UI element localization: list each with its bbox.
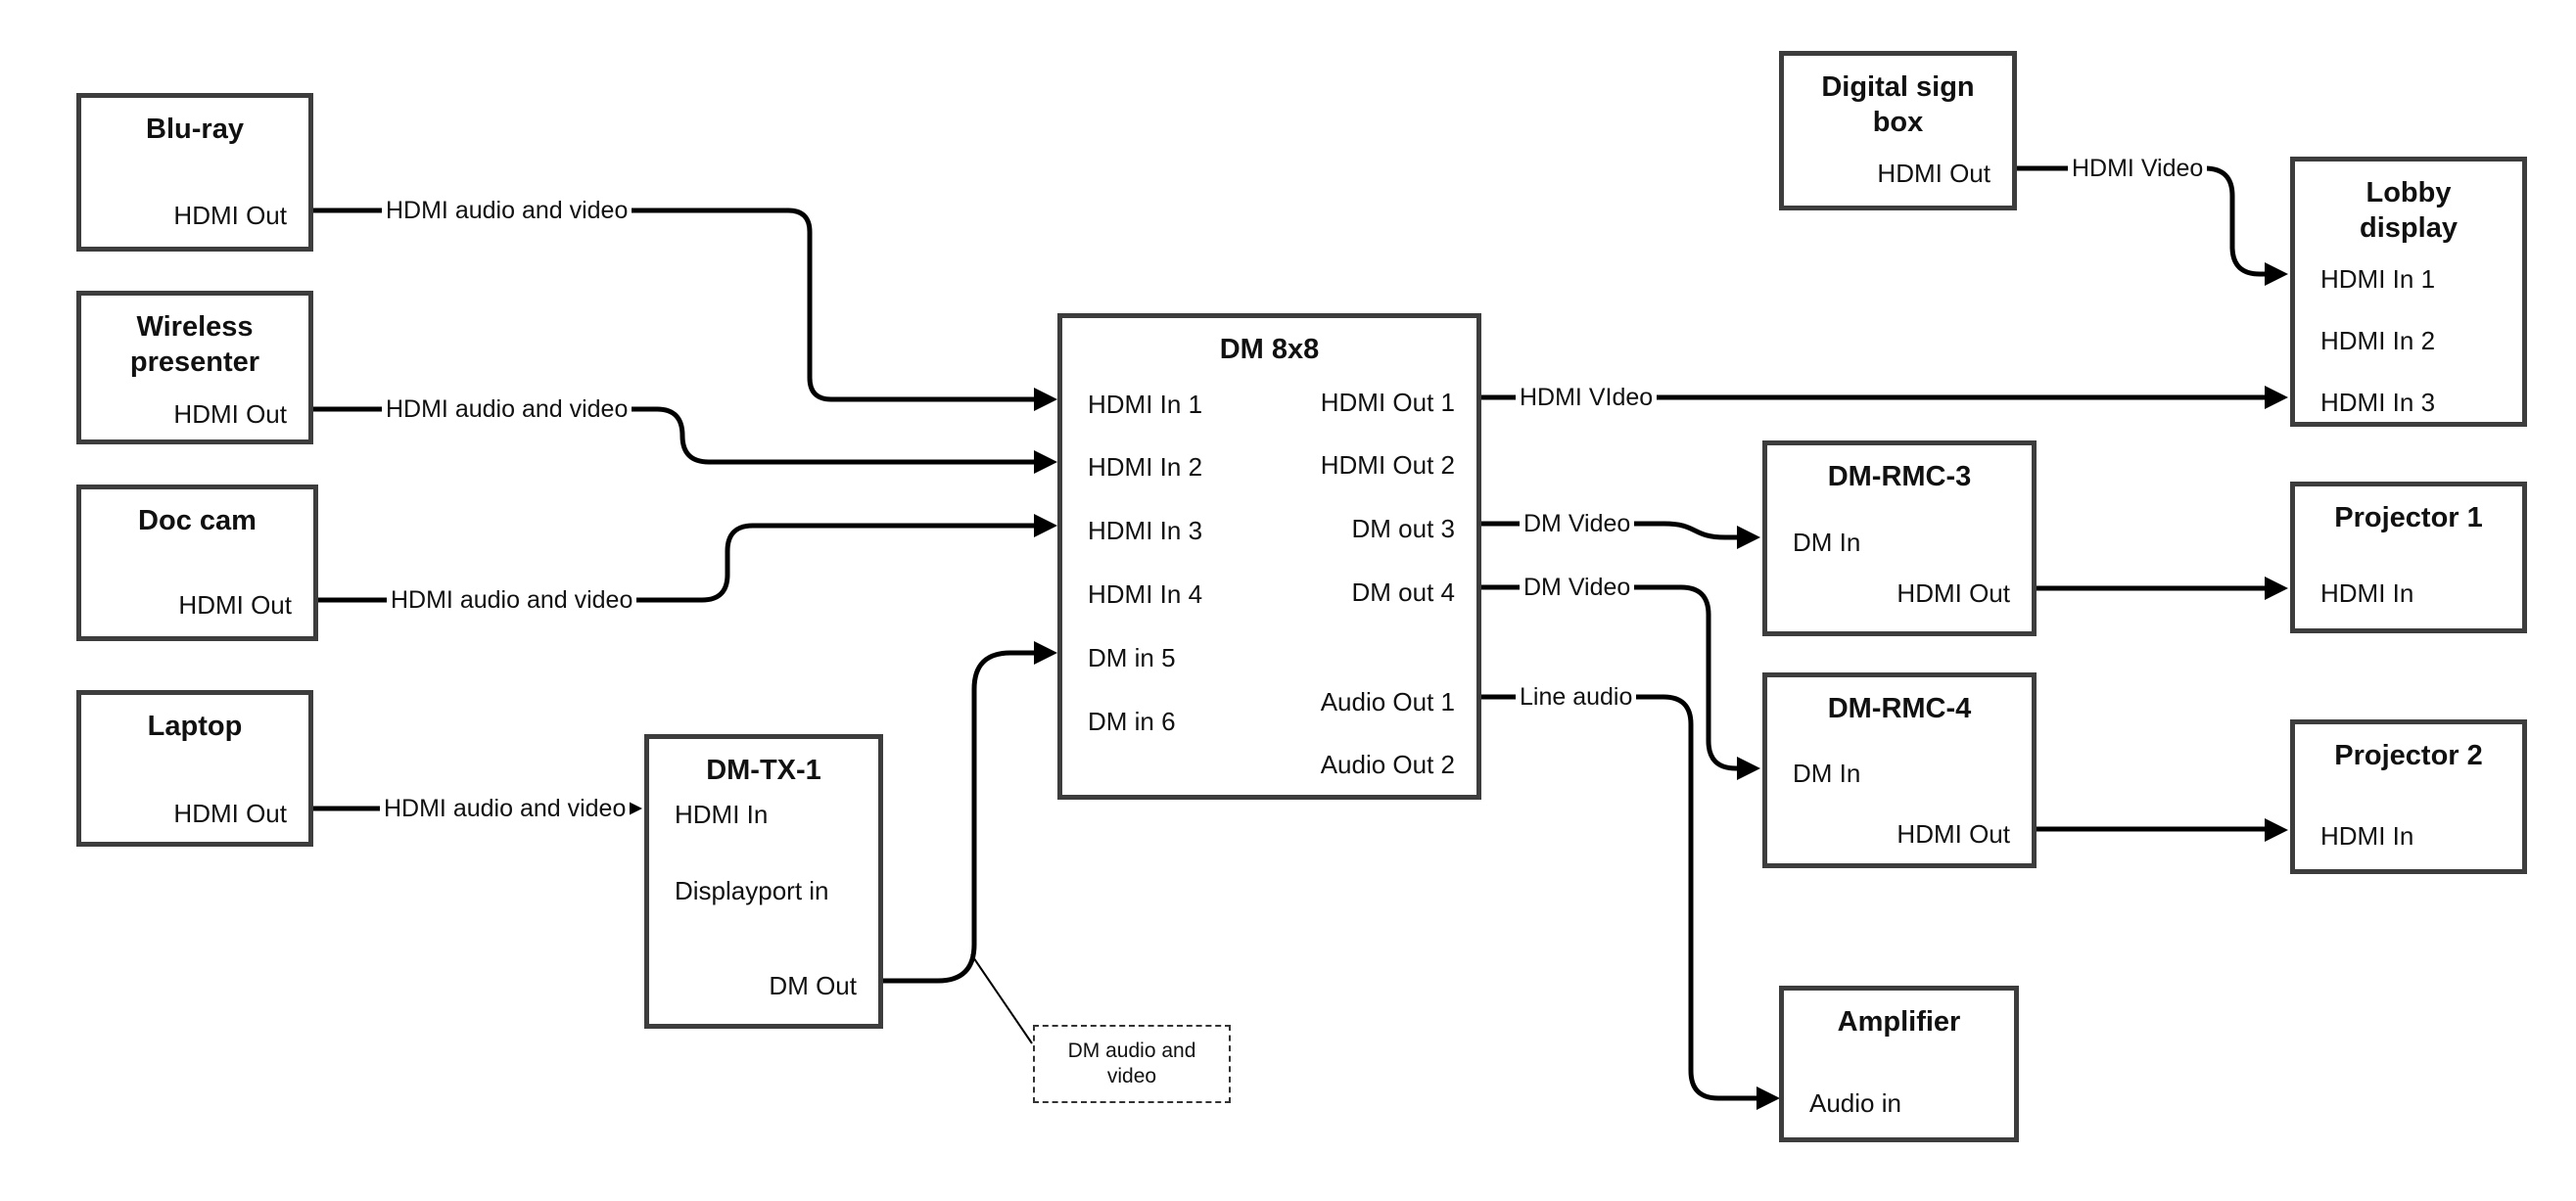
wire-digisign-to-lobby	[2017, 165, 2266, 277]
port-dm8x8-dm-in-5: DM in 5	[1088, 643, 1176, 672]
port-dm8x8-dm-in-6: DM in 6	[1088, 707, 1176, 736]
wire-dm8x8-to-dmrmc3	[1481, 521, 1739, 540]
edge-label-dm8x8-dmrmc3: DM Video	[1520, 508, 1635, 539]
arrowhead-dm8x8-hdmi-in-1	[1034, 388, 1057, 411]
node-title: Projector 2	[2334, 740, 2483, 771]
arrowhead-dmrmc4-dm-in	[1737, 757, 1760, 780]
arrowhead-dmrmc3-dm-in	[1737, 526, 1760, 549]
wire-dmtx1-to-dm8x8	[883, 650, 1034, 984]
node-doc-cam: Doc cam HDMI Out	[76, 485, 318, 641]
port-lobby-hdmi-in-2: HDMI In 2	[2320, 326, 2436, 355]
wire-doccam-to-dm8x8	[318, 523, 1034, 603]
port-digisign-hdmi-out: HDMI Out	[1877, 159, 1991, 188]
node-dmrmc3: DM-RMC-3 DM In HDMI Out	[1762, 440, 2037, 636]
port-amplifier-audio-in: Audio in	[1809, 1088, 1901, 1118]
port-dm8x8-audio-out-2: Audio Out 2	[1320, 750, 1455, 779]
node-title: Laptop	[147, 711, 243, 742]
node-dm8x8: DM 8x8 HDMI In 1 HDMI In 2 HDMI In 3 HDM…	[1057, 313, 1481, 800]
port-laptop-hdmi-out: HDMI Out	[173, 799, 287, 828]
node-digital-sign-box: Digital sign box HDMI Out	[1779, 51, 2017, 210]
port-dm8x8-hdmi-out-1: HDMI Out 1	[1320, 388, 1455, 417]
edge-label-dm8x8-lobby: HDMI VIdeo	[1516, 382, 1658, 413]
node-title: Digital sign box	[1821, 71, 1975, 138]
port-dmtx1-dm-out: DM Out	[769, 971, 857, 1000]
port-wireless-hdmi-out: HDMI Out	[173, 399, 287, 429]
node-dmtx1: DM-TX-1 HDMI In Displayport in DM Out	[644, 734, 883, 1029]
node-wireless-presenter: Wireless presenter HDMI Out	[76, 291, 313, 444]
node-lobby-display: Lobby display HDMI In 1 HDMI In 2 HDMI I…	[2290, 157, 2527, 427]
node-title: DM-RMC-3	[1827, 461, 1972, 492]
node-bluray: Blu-ray HDMI Out	[76, 93, 313, 252]
node-amplifier: Amplifier Audio in	[1779, 986, 2019, 1142]
note-dm-audio-and-video: DM audio and video	[1033, 1025, 1231, 1103]
arrowhead-proj2-hdmi-in	[2265, 818, 2288, 842]
node-title: Projector 1	[2334, 502, 2483, 533]
port-lobby-hdmi-in-3: HDMI In 3	[2320, 388, 2436, 417]
node-title: Lobby display	[2360, 177, 2458, 244]
port-bluray-hdmi-out: HDMI Out	[173, 201, 287, 230]
port-dmrmc3-hdmi-out: HDMI Out	[1897, 578, 2010, 608]
edge-label-doccam-dm8x8: HDMI audio and video	[387, 584, 637, 616]
edge-label-bluray-dm8x8: HDMI audio and video	[382, 195, 632, 226]
port-dm8x8-hdmi-out-2: HDMI Out 2	[1320, 450, 1455, 480]
node-projector-1: Projector 1 HDMI In	[2290, 482, 2527, 633]
port-dmtx1-displayport-in: Displayport in	[675, 876, 829, 905]
wire-dm8x8-to-amplifier	[1481, 694, 1756, 1101]
arrowhead-lobby-hdmi-in-1	[2265, 262, 2288, 286]
note-text: DM audio and video	[1067, 1039, 1196, 1087]
node-title: DM-RMC-4	[1827, 693, 1972, 724]
port-dmtx1-hdmi-in: HDMI In	[675, 800, 769, 829]
wire-wireless-to-dm8x8	[313, 406, 1034, 465]
port-dmrmc4-hdmi-out: HDMI Out	[1897, 819, 2010, 849]
node-laptop: Laptop HDMI Out	[76, 690, 313, 847]
port-dm8x8-hdmi-in-3: HDMI In 3	[1088, 516, 1203, 545]
node-title: Doc cam	[138, 505, 257, 536]
port-dm8x8-hdmi-in-2: HDMI In 2	[1088, 452, 1203, 482]
node-title: Wireless presenter	[129, 311, 260, 378]
node-title: DM-TX-1	[706, 755, 821, 786]
edge-label-laptop-dmtx1: HDMI audio and video	[380, 793, 631, 824]
port-doccam-hdmi-out: HDMI Out	[178, 590, 292, 620]
port-dmrmc4-dm-in: DM In	[1793, 759, 1861, 788]
arrowhead-amplifier-audio-in	[1756, 1086, 1780, 1110]
arrowhead-dm8x8-hdmi-in-3	[1034, 514, 1057, 537]
arrowhead-lobby-hdmi-in-3	[2265, 386, 2288, 409]
port-lobby-hdmi-in-1: HDMI In 1	[2320, 264, 2436, 294]
node-dmrmc4: DM-RMC-4 DM In HDMI Out	[1762, 672, 2037, 868]
edge-label-dm8x8-dmrmc4: DM Video	[1520, 572, 1635, 603]
node-projector-2: Projector 2 HDMI In	[2290, 719, 2527, 874]
arrowhead-proj1-hdmi-in	[2265, 577, 2288, 600]
wire-bluray-to-dm8x8	[313, 208, 1034, 402]
edge-label-dm8x8-amplifier: Line audio	[1516, 681, 1637, 713]
port-dm8x8-audio-out-1: Audio Out 1	[1320, 687, 1455, 716]
arrowhead-dm8x8-hdmi-in-2	[1034, 450, 1057, 474]
port-proj2-hdmi-in: HDMI In	[2320, 821, 2414, 851]
wire-dm8x8-to-dmrmc4	[1481, 584, 1739, 771]
node-title: Blu-ray	[146, 114, 244, 145]
port-dm8x8-hdmi-in-4: HDMI In 4	[1088, 579, 1203, 609]
port-proj1-hdmi-in: HDMI In	[2320, 578, 2414, 608]
node-title: DM 8x8	[1219, 334, 1320, 365]
port-dm8x8-dm-out-3: DM out 3	[1351, 514, 1456, 543]
edge-label-wireless-dm8x8: HDMI audio and video	[382, 393, 632, 425]
note-leader-line	[970, 953, 1033, 1044]
port-dm8x8-dm-out-4: DM out 4	[1351, 577, 1456, 607]
port-dmrmc3-dm-in: DM In	[1793, 528, 1861, 557]
node-title: Amplifier	[1837, 1006, 1961, 1038]
port-dm8x8-hdmi-in-1: HDMI In 1	[1088, 390, 1203, 419]
arrowhead-dm8x8-dm-in-5	[1034, 641, 1057, 665]
edge-label-digisign-lobby: HDMI Video	[2068, 153, 2208, 184]
